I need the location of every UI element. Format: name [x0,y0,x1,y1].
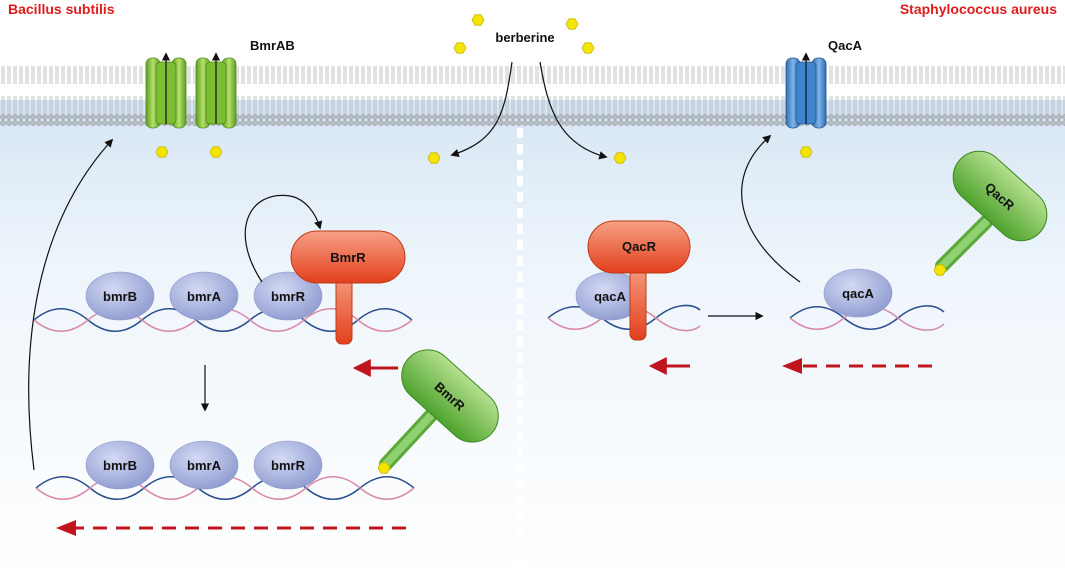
qaca-transporter-icon [785,52,827,129]
svg-text:bmrA: bmrA [187,289,222,304]
svg-text:qacA: qacA [594,289,626,304]
gene-bmrR-induced: bmrR [253,440,323,490]
svg-text:bmrR: bmrR [271,289,306,304]
gene-qacA: qacA [575,271,645,321]
title-staphylococcus-aureus: Staphylococcus aureus [900,1,1057,17]
svg-text:BmrR: BmrR [330,250,366,265]
svg-text:QacR: QacR [622,239,657,254]
berberine-label: berberine [495,30,554,45]
berberine-entry-arrow-left [450,61,513,158]
bmrab-label: BmrAB [250,38,295,53]
svg-text:bmrR: bmrR [271,458,306,473]
bmrR-expression-arrow [244,194,323,283]
svg-text:qacA: qacA [842,286,874,301]
bmrR-activator-protein: BmrR [377,349,499,474]
svg-text:bmrB: bmrB [103,289,137,304]
title-bacillus-subtilis: Bacillus subtilis [8,1,115,17]
gene-bmrB: bmrB [85,271,155,321]
transcription-arrow-long-right [782,358,932,374]
cytoplasm-background [0,100,1065,578]
berberine-entry-arrow-right [539,61,608,160]
bmrab-transporter-icon [145,52,237,129]
gene-qacA-derepressed: qacA [823,268,893,318]
gene-bmrR: bmrR [253,271,323,321]
gene-bmrA: bmrA [169,271,239,321]
qacA-expression-arrow [741,134,801,283]
bmrR-repressor-protein: BmrR [290,230,406,345]
bmrAB-expression-arrow [28,138,114,471]
gene-bmrB-induced: bmrB [85,440,155,490]
transcription-arrow-long-left [56,520,406,536]
svg-text:bmrB: bmrB [103,458,137,473]
qacR-repressor-protein: QacR [587,220,691,341]
gene-bmrA-induced: bmrA [169,440,239,490]
svg-text:bmrA: bmrA [187,458,222,473]
qacR-released-protein: QacR [933,150,1048,276]
qaca-label: QacA [828,38,863,53]
